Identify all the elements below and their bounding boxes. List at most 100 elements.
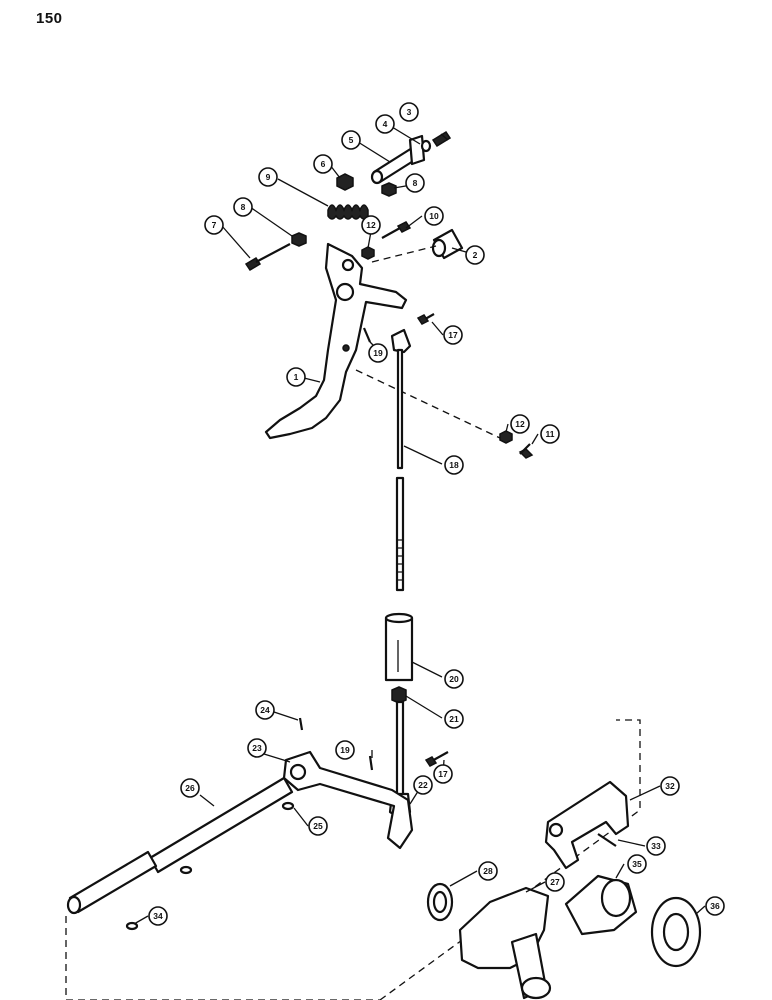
svg-text:4: 4 [383, 119, 388, 129]
svg-text:10: 10 [429, 211, 439, 221]
svg-text:8: 8 [413, 178, 418, 188]
callout-33: 33 [646, 836, 666, 856]
callout-27: 27 [545, 872, 565, 892]
nut-12-top [361, 246, 375, 260]
callout-34: 34 [148, 906, 168, 926]
svg-text:11: 11 [546, 429, 555, 439]
svg-text:36: 36 [710, 901, 720, 911]
release-fork-32 [544, 780, 630, 870]
lever-23 [282, 750, 414, 850]
svg-text:5: 5 [349, 135, 354, 145]
bolt-17-lower [424, 751, 449, 767]
nut-8-left [291, 232, 307, 247]
washer-4 [420, 139, 432, 153]
callout-17-top: 17 [443, 325, 463, 345]
svg-text:27: 27 [550, 877, 560, 887]
callout-19-lower: 19 [335, 740, 355, 760]
callout-6: 6 [313, 154, 333, 174]
callout-36: 36 [705, 896, 725, 916]
callout-22: 22 [413, 775, 433, 795]
bearing-36 [650, 896, 702, 968]
svg-text:35: 35 [632, 859, 642, 869]
key-25 [281, 801, 295, 811]
clevis-top [390, 328, 412, 354]
callout-7: 7 [204, 215, 224, 235]
nut-6 [336, 173, 354, 191]
svg-text:17: 17 [438, 769, 448, 779]
pin-24 [298, 717, 304, 731]
clutch-pedal [264, 242, 408, 440]
page-number: 150 [36, 10, 63, 27]
svg-text:12: 12 [515, 419, 525, 429]
carrier-27 [458, 886, 552, 1000]
svg-text:7: 7 [212, 220, 217, 230]
nut-12-right [499, 430, 513, 444]
rod-18-upper [396, 348, 404, 470]
svg-text:8: 8 [241, 202, 246, 212]
callout-5: 5 [341, 130, 361, 150]
svg-text:23: 23 [252, 743, 262, 753]
svg-text:20: 20 [449, 674, 459, 684]
callout-1: 1 [286, 367, 306, 387]
callout-25: 25 [308, 816, 328, 836]
svg-text:1: 1 [294, 372, 299, 382]
rod-18-lower [395, 476, 405, 592]
svg-text:19: 19 [373, 348, 383, 358]
callout-9: 9 [258, 167, 278, 187]
svg-text:24: 24 [260, 705, 270, 715]
nut-8-top [381, 182, 397, 197]
svg-text:34: 34 [153, 911, 163, 921]
callout-12-top: 12 [361, 215, 381, 235]
callout-12-right: 12 [510, 414, 530, 434]
svg-text:12: 12 [366, 220, 376, 230]
cross-shaft-26 [66, 776, 294, 915]
release-bearing-35 [564, 874, 638, 936]
callout-3: 3 [399, 102, 419, 122]
callout-18: 18 [444, 455, 464, 475]
callout-10: 10 [424, 206, 444, 226]
svg-text:21: 21 [449, 714, 459, 724]
bolt-11 [518, 443, 534, 459]
callout-26: 26 [180, 778, 200, 798]
svg-text:33: 33 [651, 841, 661, 851]
svg-text:18: 18 [449, 460, 459, 470]
callout-21: 21 [444, 709, 464, 729]
bushing-2 [431, 228, 464, 260]
svg-text:25: 25 [313, 821, 323, 831]
callout-23: 23 [247, 738, 267, 758]
spring-9 [327, 204, 369, 220]
pin-19-lower [368, 755, 374, 771]
keys-34 [125, 865, 193, 931]
callout-35: 35 [627, 854, 647, 874]
svg-text:19: 19 [340, 745, 350, 755]
callout-11: 11 [540, 424, 560, 444]
svg-text:6: 6 [321, 159, 326, 169]
bolt-10 [381, 221, 412, 239]
turnbuckle-20 [384, 612, 414, 682]
pivot-pin [370, 134, 426, 185]
callout-8-right: 8 [405, 173, 425, 193]
callout-20: 20 [444, 669, 464, 689]
pin-19-top [362, 327, 372, 343]
callout-17-lower: 17 [433, 764, 453, 784]
seal-28 [426, 882, 454, 922]
bolt-7 [244, 243, 291, 272]
pin-33 [597, 833, 617, 847]
callout-28: 28 [478, 861, 498, 881]
svg-text:3: 3 [407, 107, 412, 117]
nut-21 [391, 686, 407, 704]
bolt-17-top [416, 313, 435, 325]
svg-text:28: 28 [483, 866, 493, 876]
svg-text:2: 2 [473, 250, 478, 260]
rod-lower [395, 700, 405, 798]
svg-text:9: 9 [266, 172, 271, 182]
svg-text:17: 17 [448, 330, 458, 340]
callout-24: 24 [255, 700, 275, 720]
callout-2: 2 [465, 245, 485, 265]
svg-text:32: 32 [665, 781, 675, 791]
callout-32: 32 [660, 776, 680, 796]
svg-text:26: 26 [185, 783, 195, 793]
callout-8-left: 8 [233, 197, 253, 217]
callout-19-top: 19 [368, 343, 388, 363]
